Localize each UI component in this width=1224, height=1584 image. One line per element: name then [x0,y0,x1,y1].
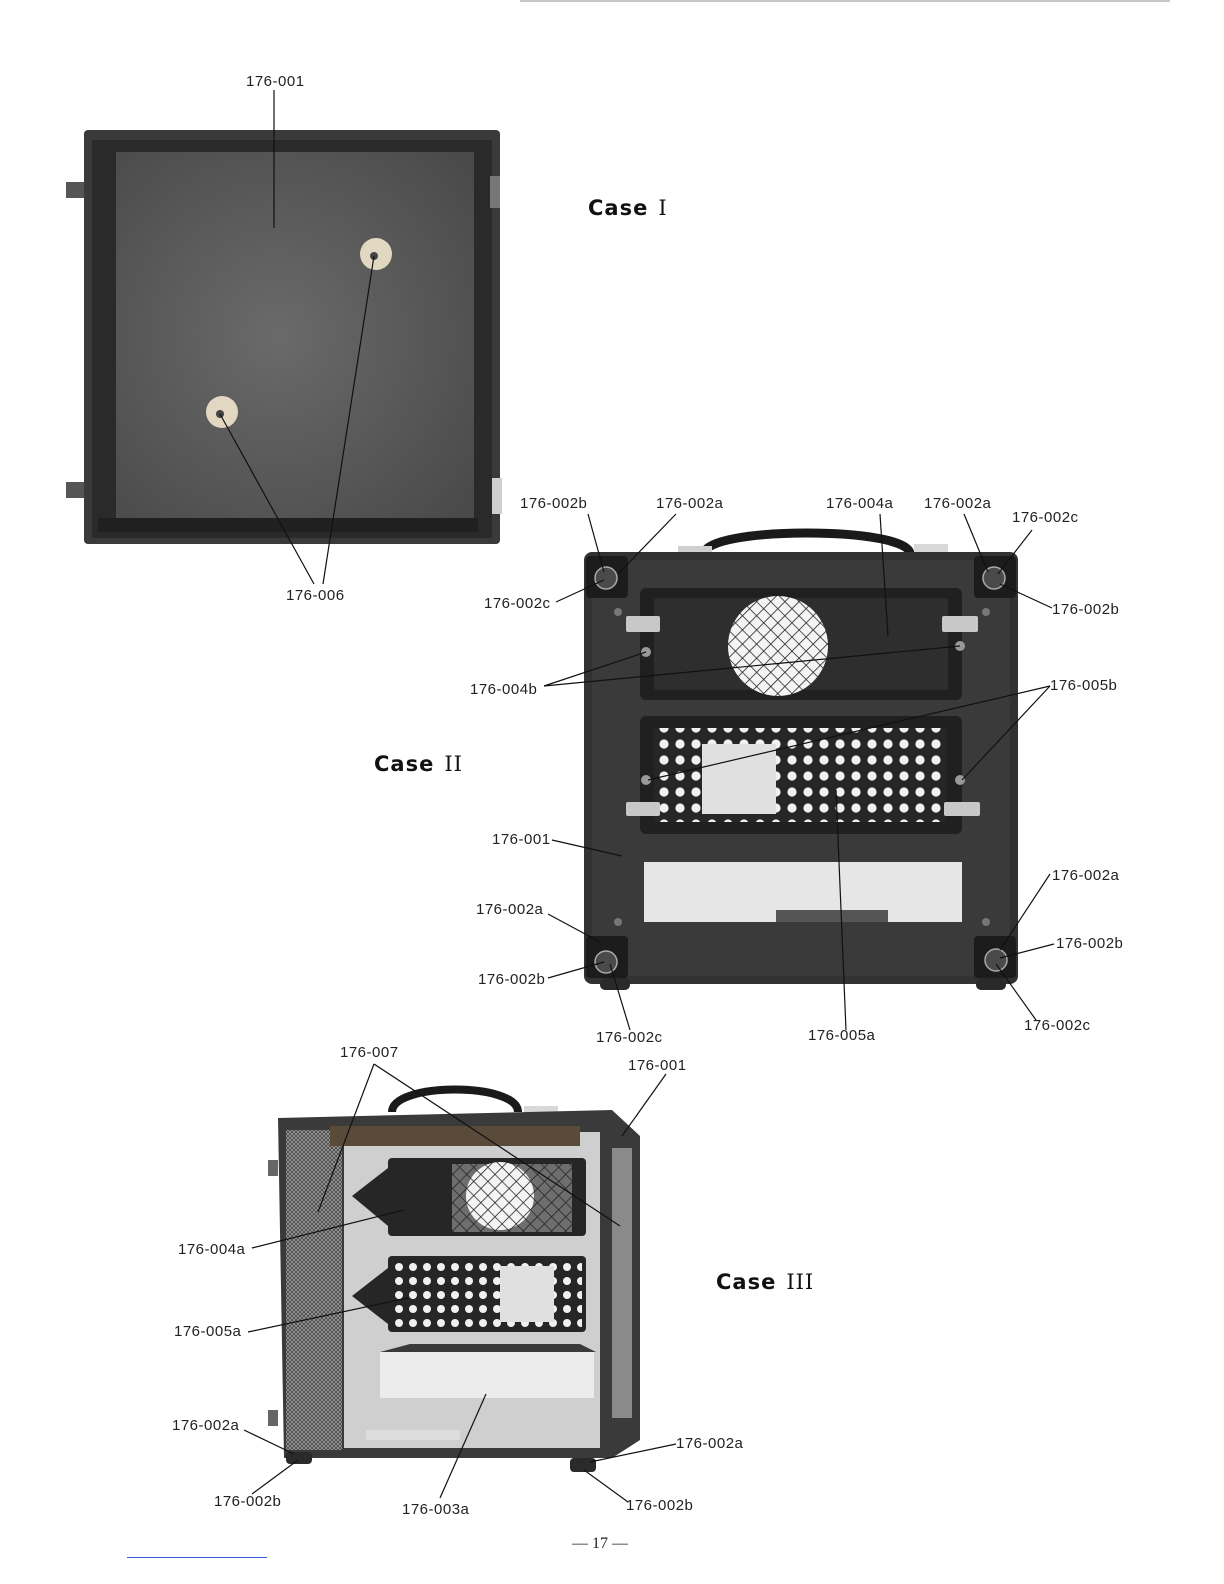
case-2-label-005a: 176-005a [808,1028,875,1044]
footer-rule [127,1557,267,1558]
page-number: — 17 — [572,1535,628,1553]
case-2-label-001: 176-001 [492,832,551,848]
case-1-lid [66,130,502,544]
case-3-label-002b-left: 176-002b [214,1494,281,1510]
case-1-numeral: I [658,196,667,220]
case-2-label-002b-top-left: 176-002b [520,496,587,512]
case-3-label-007: 176-007 [340,1045,399,1061]
case-3-label-005a: 176-005a [174,1324,241,1340]
case-2-label-002b-bottom-left: 176-002b [478,972,545,988]
case-2-label-002c-left: 176-002c [484,596,551,612]
case-2-label-002c-bottom-left: 176-002c [596,1030,663,1046]
case-1-title-word: Case [588,196,648,220]
case-2-title: Case II [374,752,463,776]
case-3-label-002b-right: 176-002b [626,1498,693,1514]
case-1-label-001: 176-001 [246,74,305,90]
case-2-label-002b-bottom-right: 176-002b [1056,936,1123,952]
case-2-label-002a-top-left: 176-002a [656,496,723,512]
case-2-label-004a: 176-004a [826,496,893,512]
case-3-label-003a: 176-003a [402,1502,469,1518]
case-2-label-002a-bottom-left: 176-002a [476,902,543,918]
case-2-label-002c-bottom-right: 176-002c [1024,1018,1091,1034]
case-1-label-006: 176-006 [286,588,345,604]
case-2-label-002c-top-right: 176-002c [1012,510,1079,526]
case-1-title: Case I [588,196,668,220]
case-2-cabinet [584,533,1018,990]
case-3-label-004a: 176-004a [178,1242,245,1258]
case-3-open-cabinet [268,1090,640,1473]
case-3-label-002a-left: 176-002a [172,1418,239,1434]
case-2-title-word: Case [374,752,434,776]
case-2-label-004b: 176-004b [470,682,537,698]
case-3-label-001: 176-001 [628,1058,687,1074]
case-2-label-005b: 176-005b [1050,678,1117,694]
case-2-label-002b-right: 176-002b [1052,602,1119,618]
case-2-label-002a-top-right: 176-002a [924,496,991,512]
case-3-title-word: Case [716,1270,776,1294]
case-2-label-002a-bottom-right: 176-002a [1052,868,1119,884]
case-2-numeral: II [444,752,463,776]
case-3-numeral: III [786,1270,814,1294]
case-3-title: Case III [716,1270,814,1294]
case-3-label-002a-right: 176-002a [676,1436,743,1452]
